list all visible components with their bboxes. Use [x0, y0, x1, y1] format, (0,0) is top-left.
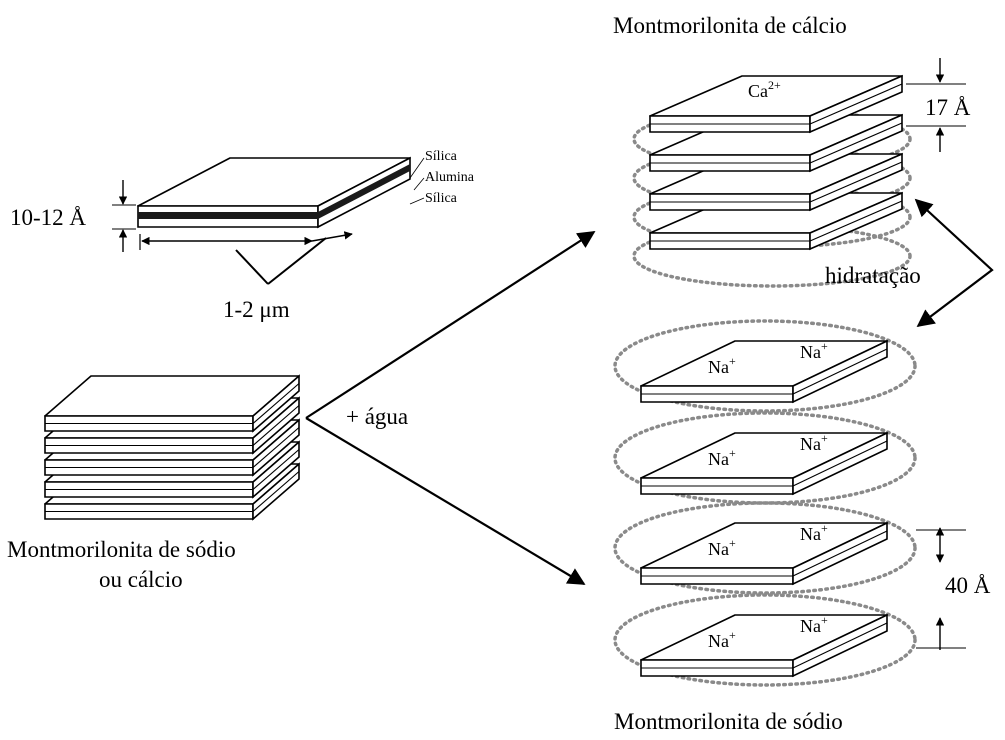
hydration-label: hidratação: [825, 263, 921, 288]
ion-charge: +: [729, 446, 736, 460]
ion-symbol: Na: [800, 434, 821, 454]
single-clay-platelet: [137, 156, 411, 229]
platelet-layer-line: [792, 530, 888, 577]
leader-line: [409, 157, 425, 179]
ion-charge: +: [729, 628, 736, 642]
hydration-arrow: [914, 198, 994, 328]
platelet-layer-line: [252, 383, 300, 424]
calcium-spacing-label: 17 Å: [925, 95, 971, 120]
ion-symbol: Na: [800, 524, 821, 544]
sodium-ion-label: Na+: [800, 521, 828, 544]
ion-charge: +: [821, 521, 828, 535]
ion-symbol: Na: [708, 631, 729, 651]
source-label-line1: Montmorilonita de sódio: [7, 537, 236, 562]
sodium-ion-label: Na+: [708, 536, 736, 559]
width-dimension: [139, 231, 353, 285]
platelet-layer-line: [252, 471, 300, 512]
platelet-layer-line: [252, 427, 300, 468]
leader-line: [413, 177, 425, 191]
ion-symbol: Na: [708, 357, 729, 377]
alumina-band: [318, 164, 410, 219]
ion-charge: +: [821, 613, 828, 627]
source-label-line2: ou cálcio: [99, 567, 183, 592]
sodium-ion-label: Na+: [800, 613, 828, 636]
ion-symbol: Na: [708, 449, 729, 469]
sodium-title: Montmorilonita de sódio: [614, 709, 843, 734]
calcium-title: Montmorilonita de cálcio: [613, 13, 847, 38]
hydration-shell: [613, 501, 917, 595]
ion-charge: +: [821, 431, 828, 445]
layer-label-silica-bottom: Sílica: [425, 191, 458, 206]
platelet-layer-line: [809, 161, 903, 203]
thickness-dimension: [112, 180, 136, 252]
sodium-ion-label: Na+: [800, 339, 828, 362]
sodium-ion-label: Na+: [800, 431, 828, 454]
platelet-layer-line: [792, 622, 888, 669]
platelet-layer-line: [252, 405, 300, 446]
sodium-ion-label: Na+: [708, 354, 736, 377]
ion-symbol: Na: [800, 616, 821, 636]
alumina-band: [138, 212, 318, 219]
sodium-spacing-label: 40 Å: [945, 573, 991, 598]
water-arrows: [305, 231, 596, 585]
leader-line: [409, 197, 425, 205]
platelet-layer-line: [809, 200, 903, 242]
ion-charge: +: [729, 354, 736, 368]
platelet-layer-line: [792, 440, 888, 487]
calcium-ion-label: Ca2+: [748, 78, 781, 101]
sodium-ion-label: Na+: [708, 628, 736, 651]
clay-stack-left: [44, 374, 300, 521]
sodium-ion-label: Na+: [708, 446, 736, 469]
layer-label-alumina: Alumina: [425, 170, 475, 185]
calcium-clay-stack: [632, 74, 912, 288]
ion-symbol: Na: [800, 342, 821, 362]
ion-charge: +: [821, 339, 828, 353]
sodium-clay-stack: Na+Na+Na+Na+Na+Na+Na+Na+: [613, 319, 917, 687]
platelet-layer-line: [792, 348, 888, 395]
layer-label-silica-top: Sílica: [425, 149, 458, 164]
thickness-label: 10-12 Å: [10, 205, 86, 230]
calcium-spacing-dimension: [906, 58, 966, 152]
platelet-layer-line: [809, 83, 903, 125]
water-label: + água: [346, 404, 408, 429]
ion-symbol: Na: [708, 539, 729, 559]
platelet-layer-line: [809, 122, 903, 164]
ion-charge: +: [729, 536, 736, 550]
hydration-shell: [613, 593, 917, 687]
width-label: 1-2 μm: [223, 297, 290, 322]
platelet-layer-line: [252, 449, 300, 490]
hydration-shell: [613, 319, 917, 413]
sodium-spacing-dimension: [916, 527, 966, 650]
